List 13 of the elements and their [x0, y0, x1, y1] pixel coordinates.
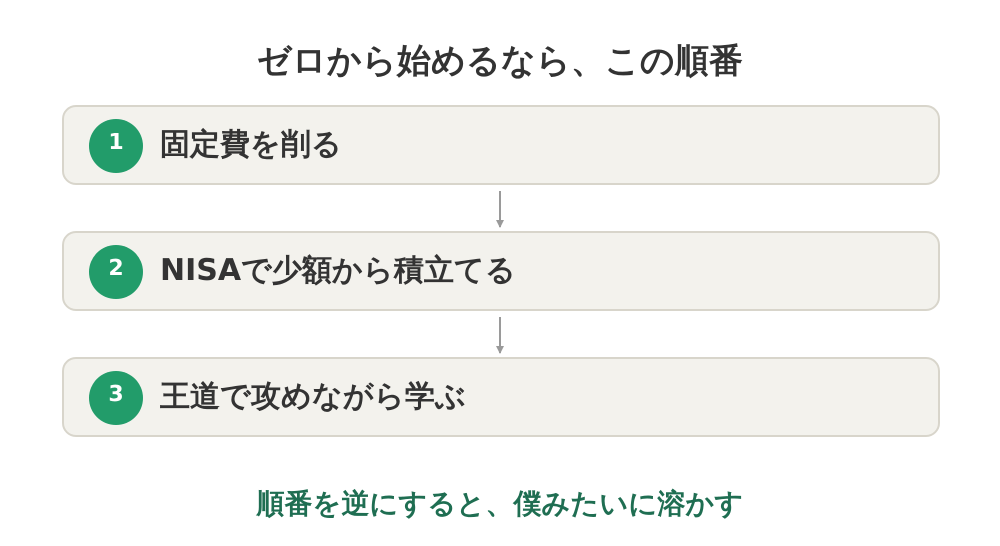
arrow: [496, 191, 504, 228]
number-badge: 2: [89, 245, 143, 299]
title: ゼロから始めるなら、この順番: [256, 40, 744, 83]
step-box: [62, 105, 940, 185]
step-text: 王道で攻めながら学ぶ: [160, 378, 466, 416]
step-text: NISAで少額から積立てる: [160, 252, 516, 290]
step-box: [62, 231, 940, 311]
step-box: [62, 357, 940, 437]
number-badge: 1: [89, 119, 143, 173]
caption: 順番を逆にすると、僕みたいに溶かす: [255, 486, 744, 522]
arrow: [496, 317, 504, 354]
number-badge: 3: [89, 371, 143, 425]
step-text: 固定費を削る: [160, 126, 342, 164]
